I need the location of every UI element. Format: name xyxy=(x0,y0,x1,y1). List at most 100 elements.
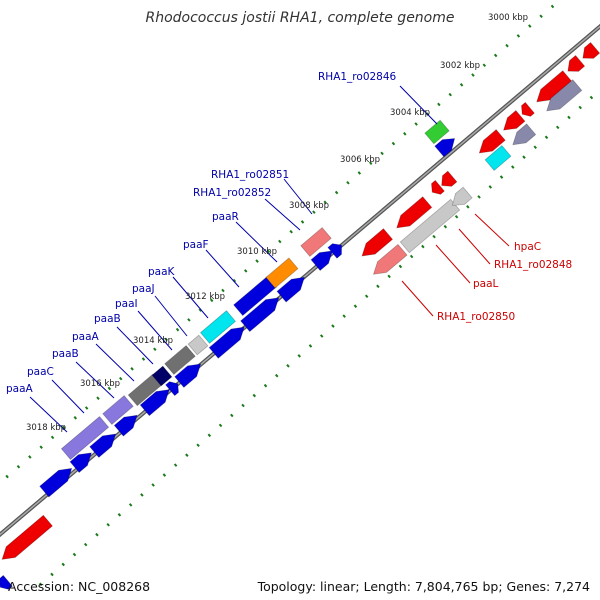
tick-label: 3000 kbp xyxy=(488,13,528,23)
gene-arrow-shape xyxy=(567,54,586,72)
gene-label-left: paaI xyxy=(115,298,138,310)
tick-label: 3008 kbp xyxy=(289,201,329,211)
gene-arrow-shape xyxy=(151,365,173,387)
gene-arrow xyxy=(567,54,586,72)
gene-label-right: RHA1_ro02850 xyxy=(437,311,515,323)
gene-arrow-shape xyxy=(536,70,573,103)
leader-line xyxy=(205,249,240,288)
gene-arrow-shape xyxy=(582,41,600,59)
leader-line xyxy=(264,198,301,231)
gene-arrow-shape xyxy=(208,326,245,359)
leader-line xyxy=(399,85,438,125)
tick-label: 3006 kbp xyxy=(340,155,380,165)
gene-label-left: RHA1_ro02851 xyxy=(211,169,289,181)
gene-arrow xyxy=(521,101,535,117)
gene-arrow-shape xyxy=(113,414,138,437)
gene-features xyxy=(0,41,600,590)
label-leader-lines xyxy=(29,85,510,433)
gene-arrow-shape xyxy=(484,144,512,172)
gene-arrow-shape xyxy=(69,452,92,474)
accession-text: Accession: NC_008268 xyxy=(8,579,151,594)
gene-arrow xyxy=(1,514,53,560)
leader-line xyxy=(172,276,209,319)
gene-arrow-shape xyxy=(265,257,299,289)
gene-arrow xyxy=(536,70,573,103)
gene-arrow-shape xyxy=(434,138,456,158)
tick-labels: 3000 kbp 3002 kbp 3004 kbp 3006 kbp 3008 kbp… xyxy=(26,13,528,433)
tick-label: 3004 kbp xyxy=(390,108,430,118)
leader-line xyxy=(137,310,173,351)
gene-arrow xyxy=(60,415,110,461)
gene-arrow xyxy=(240,297,280,333)
gene-label-right: hpaC xyxy=(514,241,541,253)
leader-line xyxy=(29,396,68,433)
gene-arrow-shape xyxy=(431,179,445,195)
gene-label-left: RHA1_ro02852 xyxy=(193,187,271,199)
leader-line xyxy=(435,244,471,284)
gene-arrow-shape xyxy=(60,415,110,461)
gene-arrow xyxy=(300,227,332,257)
gene-arrow xyxy=(199,310,237,344)
tick-dot-lines xyxy=(0,0,600,587)
gene-arrow-shape xyxy=(139,389,170,417)
gene-arrow-shape xyxy=(361,228,394,257)
gene-arrow-shape xyxy=(546,79,583,112)
gene-arrow xyxy=(310,250,333,272)
gene-arrow xyxy=(441,170,458,187)
tick-dots-lower xyxy=(39,88,600,587)
gene-arrow xyxy=(503,109,526,131)
gene-arrow-shape xyxy=(1,514,53,560)
gene-arrow xyxy=(151,365,173,387)
gene-arrow-shape xyxy=(164,345,196,375)
gene-label-right: RHA1_ro02848 xyxy=(494,259,572,271)
leader-line xyxy=(458,228,491,265)
gene-label-right: paaL xyxy=(473,278,499,290)
gene-arrow xyxy=(372,243,408,275)
gene-arrow xyxy=(546,79,583,112)
leader-line xyxy=(154,295,188,337)
gene-arrow xyxy=(233,275,277,317)
gene-arrow xyxy=(361,228,394,257)
gene-arrow xyxy=(434,138,456,158)
gene-arrow-shape xyxy=(89,433,117,458)
tick-label: 3016 kbp xyxy=(80,379,120,389)
gene-arrow-shape xyxy=(327,243,342,259)
gene-arrow xyxy=(399,198,461,254)
gene-arrow xyxy=(431,179,445,195)
gene-arrow xyxy=(165,381,179,397)
gene-arrow-shape xyxy=(512,123,537,146)
leader-line xyxy=(116,326,154,365)
leader-line xyxy=(283,178,313,215)
gene-arrow-shape xyxy=(396,196,433,229)
gene-arrow xyxy=(164,345,196,375)
gene-arrow xyxy=(582,41,600,59)
tick-label: 3018 kbp xyxy=(26,423,66,433)
gene-label-left: paaC xyxy=(27,366,54,378)
gene-arrow xyxy=(187,334,209,356)
gene-arrow-shape xyxy=(521,101,535,117)
gene-label-left: paaJ xyxy=(132,283,155,295)
gene-arrow-shape xyxy=(102,395,134,425)
map-title: Rhodococcus jostii RHA1, complete genome xyxy=(145,10,455,26)
gene-arrow-shape xyxy=(199,310,237,344)
gene-arrow-shape xyxy=(424,119,450,145)
gene-label-left: paaK xyxy=(148,266,176,278)
gene-arrow-shape xyxy=(441,170,458,187)
topology-text: Topology: linear; Length: 7,804,765 bp; … xyxy=(257,579,590,594)
gene-arrow-shape xyxy=(399,198,461,254)
gene-arrow xyxy=(265,257,299,289)
gene-arrow xyxy=(484,144,512,172)
gene-arrow xyxy=(451,186,473,206)
leader-line xyxy=(474,213,510,247)
gene-arrow-shape xyxy=(503,109,526,131)
gene-arrow xyxy=(327,243,342,259)
gene-arrow xyxy=(113,414,138,437)
tick-label: 3002 kbp xyxy=(440,61,480,71)
gene-arrow xyxy=(396,196,433,229)
gene-arrow-shape xyxy=(310,250,333,272)
gene-arrow xyxy=(208,326,245,359)
gene-arrow-shape xyxy=(478,129,506,154)
gene-label-left: paaF xyxy=(183,239,209,251)
gene-arrow xyxy=(276,276,306,303)
